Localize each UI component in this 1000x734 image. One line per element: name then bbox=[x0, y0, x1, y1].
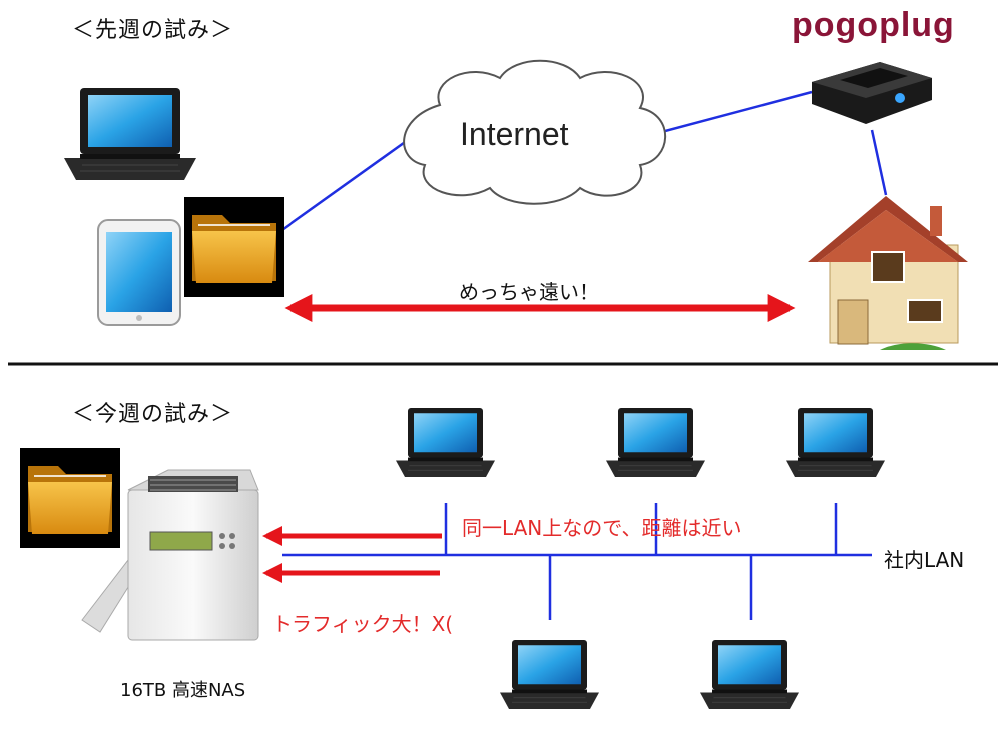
laptop-icon bbox=[499, 639, 600, 710]
link-internet-pogoplug bbox=[649, 90, 813, 137]
laptop-icon bbox=[785, 407, 886, 478]
traffic-label: トラフィック大！X( bbox=[272, 612, 454, 636]
bottom-section-title: ＜今週の試み＞ bbox=[72, 402, 234, 427]
distance-label: めっちゃ遠い！ bbox=[459, 280, 599, 304]
nas-device-icon bbox=[81, 469, 259, 641]
link-pogoplug-house bbox=[870, 129, 888, 196]
laptop-icon bbox=[699, 639, 800, 710]
lan-label: 社内LAN bbox=[884, 548, 965, 572]
laptop-icon bbox=[395, 407, 496, 478]
top-section-title: ＜先週の試み＞ bbox=[72, 18, 234, 43]
proximity-label: 同一LAN上なので、距離は近い bbox=[462, 516, 742, 540]
internet-cloud bbox=[403, 59, 667, 205]
internet-label: Internet bbox=[460, 116, 569, 152]
folder-icon bbox=[19, 447, 121, 549]
house-icon bbox=[808, 196, 968, 350]
laptop-icon bbox=[605, 407, 706, 478]
pogoplug-logo: pogoplug bbox=[792, 6, 955, 44]
tablet-icon bbox=[97, 219, 181, 326]
folder-icon bbox=[183, 196, 285, 298]
pogoplug-device-icon bbox=[812, 62, 932, 124]
nas-label: 16TB 高速NAS bbox=[120, 680, 246, 701]
laptop-icon bbox=[63, 87, 197, 181]
link-folder-internet bbox=[281, 133, 416, 232]
